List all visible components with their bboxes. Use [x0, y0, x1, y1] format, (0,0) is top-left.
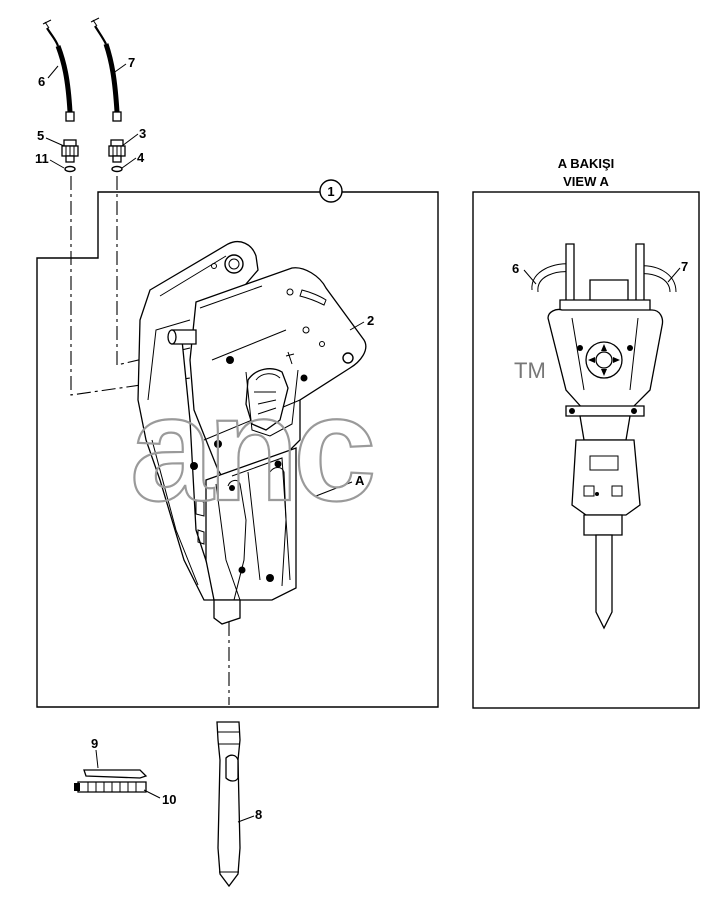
- o-ring-11: [64, 165, 76, 173]
- hose-6: [42, 19, 75, 122]
- view-callout-7: 7: [681, 259, 688, 274]
- callout-1: 1: [327, 184, 334, 199]
- leader-4: [121, 157, 137, 169]
- fitting-3: [108, 139, 126, 163]
- watermark: anc TM: [129, 358, 546, 533]
- view-a-breaker: [531, 243, 677, 630]
- chisel-8: [216, 721, 241, 888]
- leader-6: [47, 65, 59, 79]
- fitting-5: [61, 139, 79, 163]
- retainer-pin-9: [83, 769, 148, 779]
- callout-4: 4: [137, 150, 145, 165]
- centerline-hose-6: [70, 176, 191, 396]
- view-a-title-tr: A BAKIŞI: [558, 156, 615, 171]
- plug-10: [74, 781, 147, 793]
- svg-text:TM: TM: [514, 358, 546, 383]
- leader-11: [49, 159, 65, 169]
- assembly-frame: [36, 191, 439, 708]
- callout-11: 11: [35, 151, 49, 166]
- leader-10: [143, 789, 161, 799]
- callout-9: 9: [91, 736, 98, 751]
- callout-5: 5: [37, 128, 44, 143]
- leader-view-7: [667, 267, 681, 283]
- callout-1-circle: [319, 179, 343, 203]
- callout-8: 8: [255, 807, 262, 822]
- hose-7: [90, 17, 122, 122]
- callout-10: 10: [162, 792, 176, 807]
- callout-6: 6: [38, 74, 45, 89]
- o-ring-4: [111, 165, 123, 173]
- view-a-frame: [472, 191, 700, 709]
- view-a-title-en: VIEW A: [563, 174, 609, 189]
- view-callout-6: 6: [512, 261, 519, 276]
- leader-3: [121, 133, 139, 147]
- hydraulic-breaker: [137, 241, 367, 625]
- leader-5: [45, 137, 65, 147]
- leader-2: [349, 321, 365, 331]
- leader-7: [111, 63, 127, 75]
- leader-9: [95, 749, 99, 769]
- leader-8: [237, 815, 255, 823]
- callout-2: 2: [367, 313, 374, 328]
- callout-3: 3: [139, 126, 146, 141]
- leader-view-6: [523, 269, 537, 285]
- callout-A: A: [355, 473, 365, 488]
- leader-A: [315, 481, 353, 497]
- svg-text:anc: anc: [130, 364, 373, 532]
- callout-7: 7: [128, 55, 135, 70]
